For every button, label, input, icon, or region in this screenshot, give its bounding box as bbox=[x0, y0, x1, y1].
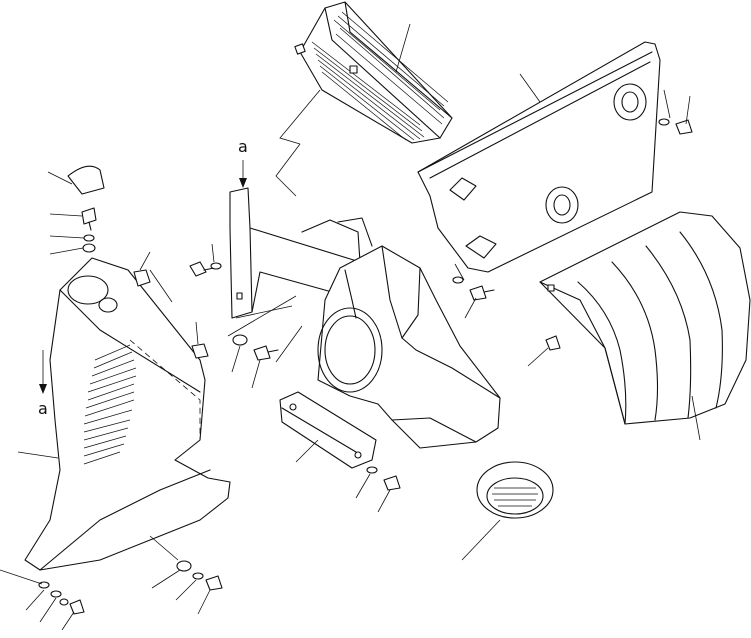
fasteners bbox=[38, 118, 693, 615]
leader-lines bbox=[0, 23, 701, 631]
ref-marker-a-label: a bbox=[238, 137, 248, 156]
ref-marker-a-lower: a bbox=[38, 350, 48, 418]
radiator-unit bbox=[294, 1, 453, 144]
end-cap bbox=[67, 165, 105, 195]
bracket-lower bbox=[279, 391, 377, 469]
ref-marker-a-upper: a bbox=[238, 137, 248, 188]
bracket-upper bbox=[229, 187, 373, 319]
fan-duct bbox=[317, 245, 501, 449]
vent-cap bbox=[476, 461, 554, 519]
side-panel bbox=[417, 41, 661, 273]
cover-panel bbox=[539, 211, 751, 425]
inlet-duct bbox=[24, 257, 231, 571]
ref-marker-a-label: a bbox=[38, 399, 48, 418]
